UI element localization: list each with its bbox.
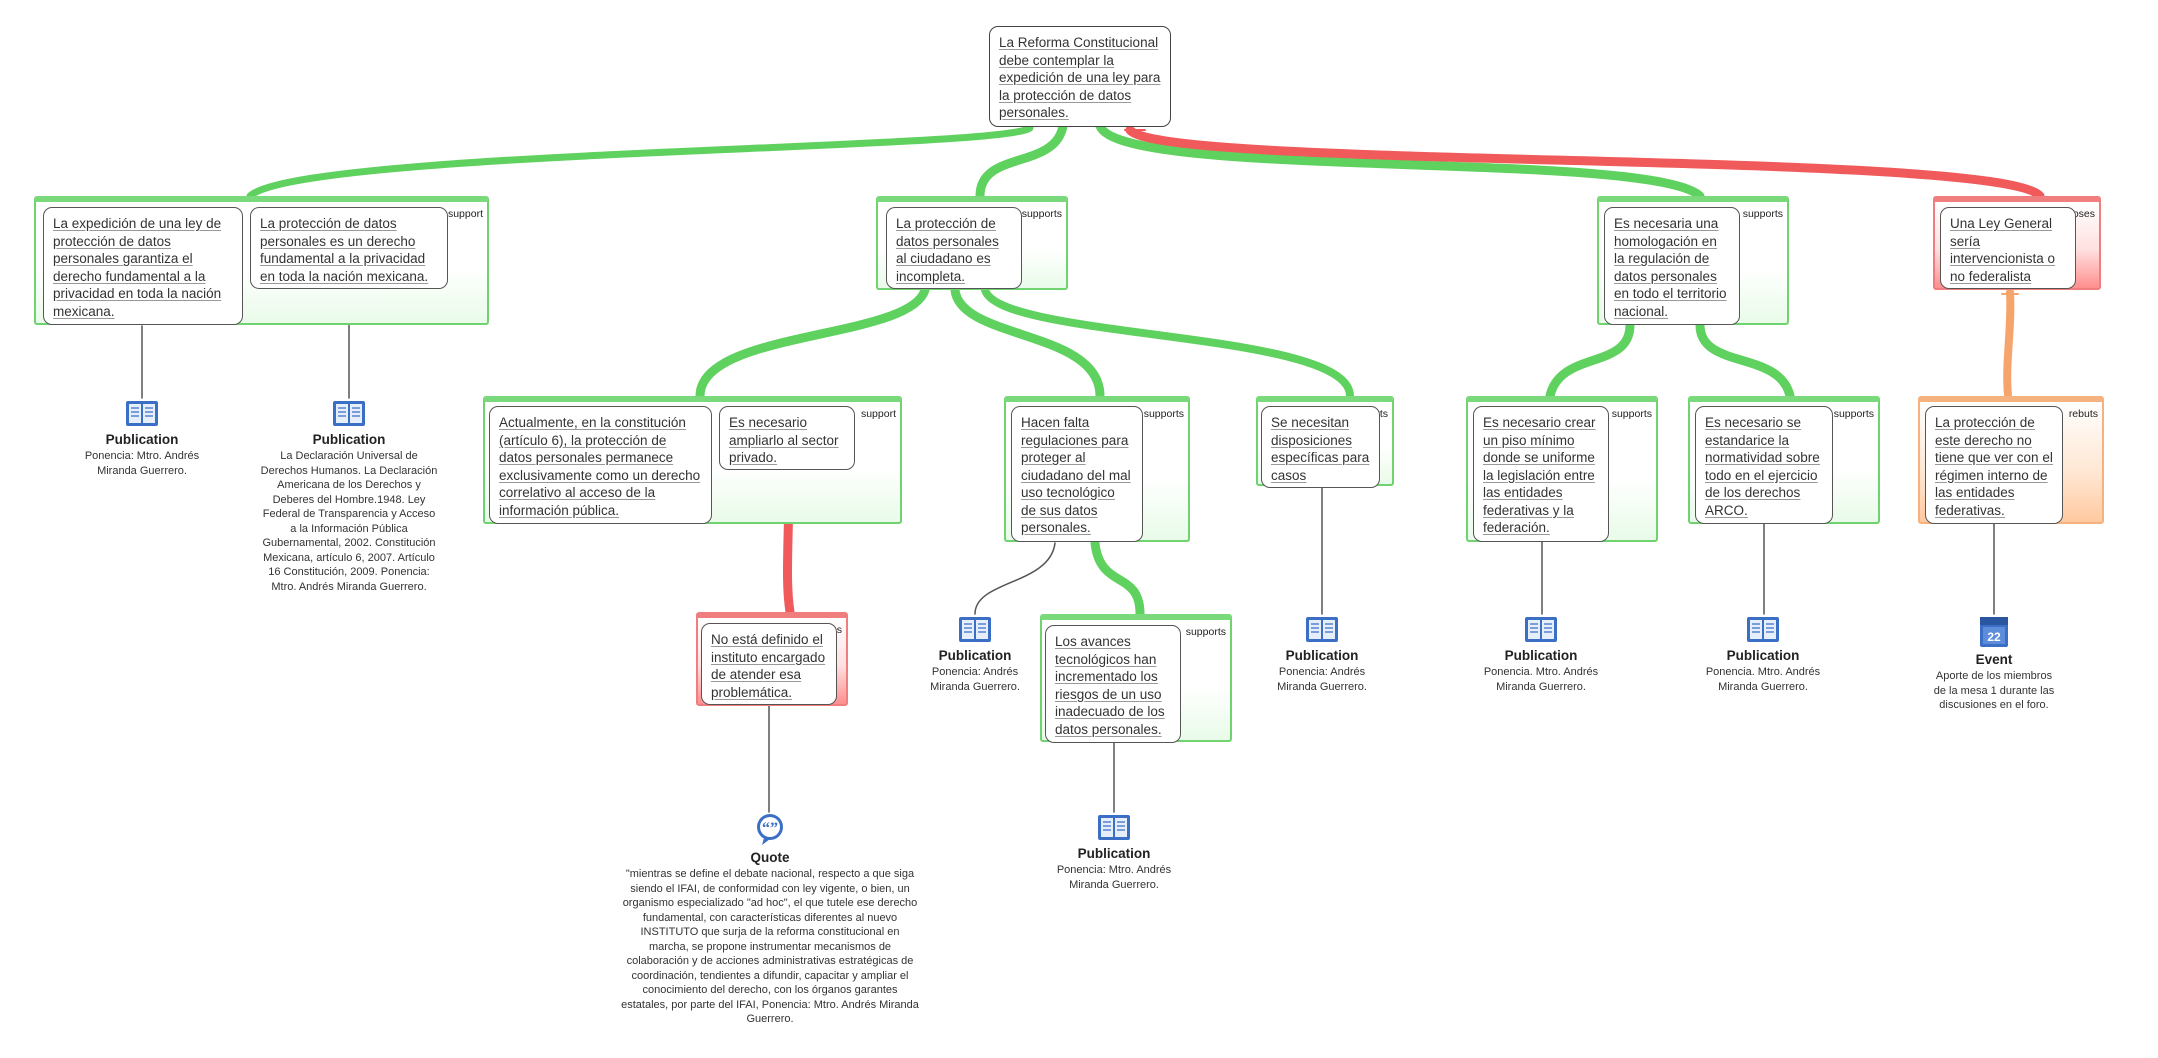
support-link-root-b [975, 121, 1068, 201]
zone-tag-rebuts: rebuts [2068, 408, 2098, 420]
calendar-day: 22 [1987, 630, 2001, 644]
resource-publication-c1[interactable]: Publication Ponencia. Mtro. Andrés Miran… [1476, 614, 1606, 694]
book-icon [333, 401, 365, 426]
root-claim[interactable]: La Reforma Constitucional debe contempla… [989, 26, 1171, 127]
oppose-link-root-d [1125, 125, 2045, 201]
book-icon [1306, 617, 1338, 642]
calendar-icon: 22 [1980, 617, 2008, 647]
resource-publication-a1[interactable]: Publication Ponencia: Mtro. Andrés Miran… [67, 398, 217, 478]
zone-tag-supports: supports [1833, 408, 1874, 420]
quote-icon: “” [757, 814, 783, 845]
book-icon [1525, 617, 1557, 642]
claim-b1b[interactable]: Es necesario ampliarlo al sector privado… [719, 406, 855, 470]
support-link-b-b3 [981, 286, 1354, 400]
support-link-b2-b22 [1090, 538, 1145, 619]
root-claim-text: La Reforma Constitucional debe contempla… [999, 35, 1161, 120]
claim-b22[interactable]: Los avances tecnológicos han incrementad… [1045, 625, 1181, 743]
book-icon [126, 401, 158, 426]
zone-tag-support: support [860, 408, 896, 420]
support-link-root-a [246, 124, 1034, 200]
claim-b[interactable]: La protección de datos personales al ciu… [886, 207, 1022, 289]
claim-d[interactable]: Una Ley General sería intervencionista o… [1940, 207, 2076, 289]
zone-tag-supports: supports [1143, 408, 1184, 420]
resource-publication-a2[interactable]: Publication La Declaración Universal de … [259, 398, 439, 594]
claim-b1b1[interactable]: No está definido el instituto encargado … [701, 623, 837, 705]
resource-publication-b3[interactable]: Publication Ponencia: Andrés Miranda Gue… [1261, 614, 1383, 694]
book-icon [1098, 815, 1130, 840]
resource-event-d1[interactable]: 22 Event Aporte de los miembros de la me… [1929, 614, 2059, 713]
support-link-root-c [1095, 121, 1705, 201]
claim-c2[interactable]: Es necesario se estandarice la normativi… [1695, 406, 1833, 524]
resource-link-b2 [974, 542, 1056, 615]
claim-d1[interactable]: La protección de este derecho no tiene q… [1925, 406, 2063, 524]
book-icon [959, 617, 991, 642]
claim-c1[interactable]: Es necesario crear un piso mínimo donde … [1473, 406, 1609, 542]
resource-publication-c2[interactable]: Publication Ponencia. Mtro. Andrés Miran… [1698, 614, 1828, 694]
claim-b2[interactable]: Hacen falta regulaciones para proteger a… [1011, 406, 1143, 542]
claim-a2[interactable]: La protección de datos personales es un … [250, 207, 448, 289]
support-link-c-c2 [1695, 320, 1795, 401]
claim-b3[interactable]: Se necesitan disposiciones específicas p… [1261, 406, 1380, 488]
support-link-c-c1 [1545, 320, 1635, 401]
resource-quote-b1b1[interactable]: “” Quote "mientras se define el debate n… [620, 812, 920, 1027]
claim-a1[interactable]: La expedición de una ley de protección d… [43, 207, 243, 325]
zone-tag-supports: supports [1185, 626, 1226, 638]
book-icon [1747, 617, 1779, 642]
svg-text:“”: “” [762, 820, 778, 837]
zone-tag-supports: supports [1611, 408, 1652, 420]
claim-b1a[interactable]: Actualmente, en la constitución (artícul… [489, 406, 712, 524]
support-link-b-b2 [950, 285, 1105, 401]
zone-tag-supports: supports [1742, 208, 1783, 220]
resource-publication-b2[interactable]: Publication Ponencia: Andrés Miranda Gue… [914, 614, 1036, 694]
zone-tag-supports: supports [1021, 208, 1062, 220]
rebut-link-d-d1 [2003, 288, 2015, 400]
resource-publication-b22[interactable]: Publication Ponencia: Mtro. Andrés Miran… [1049, 812, 1179, 892]
support-link-b-b1 [695, 285, 930, 401]
zone-tag-support: support [447, 208, 483, 220]
claim-c[interactable]: Es necesaria una homologación en la regu… [1604, 207, 1740, 325]
